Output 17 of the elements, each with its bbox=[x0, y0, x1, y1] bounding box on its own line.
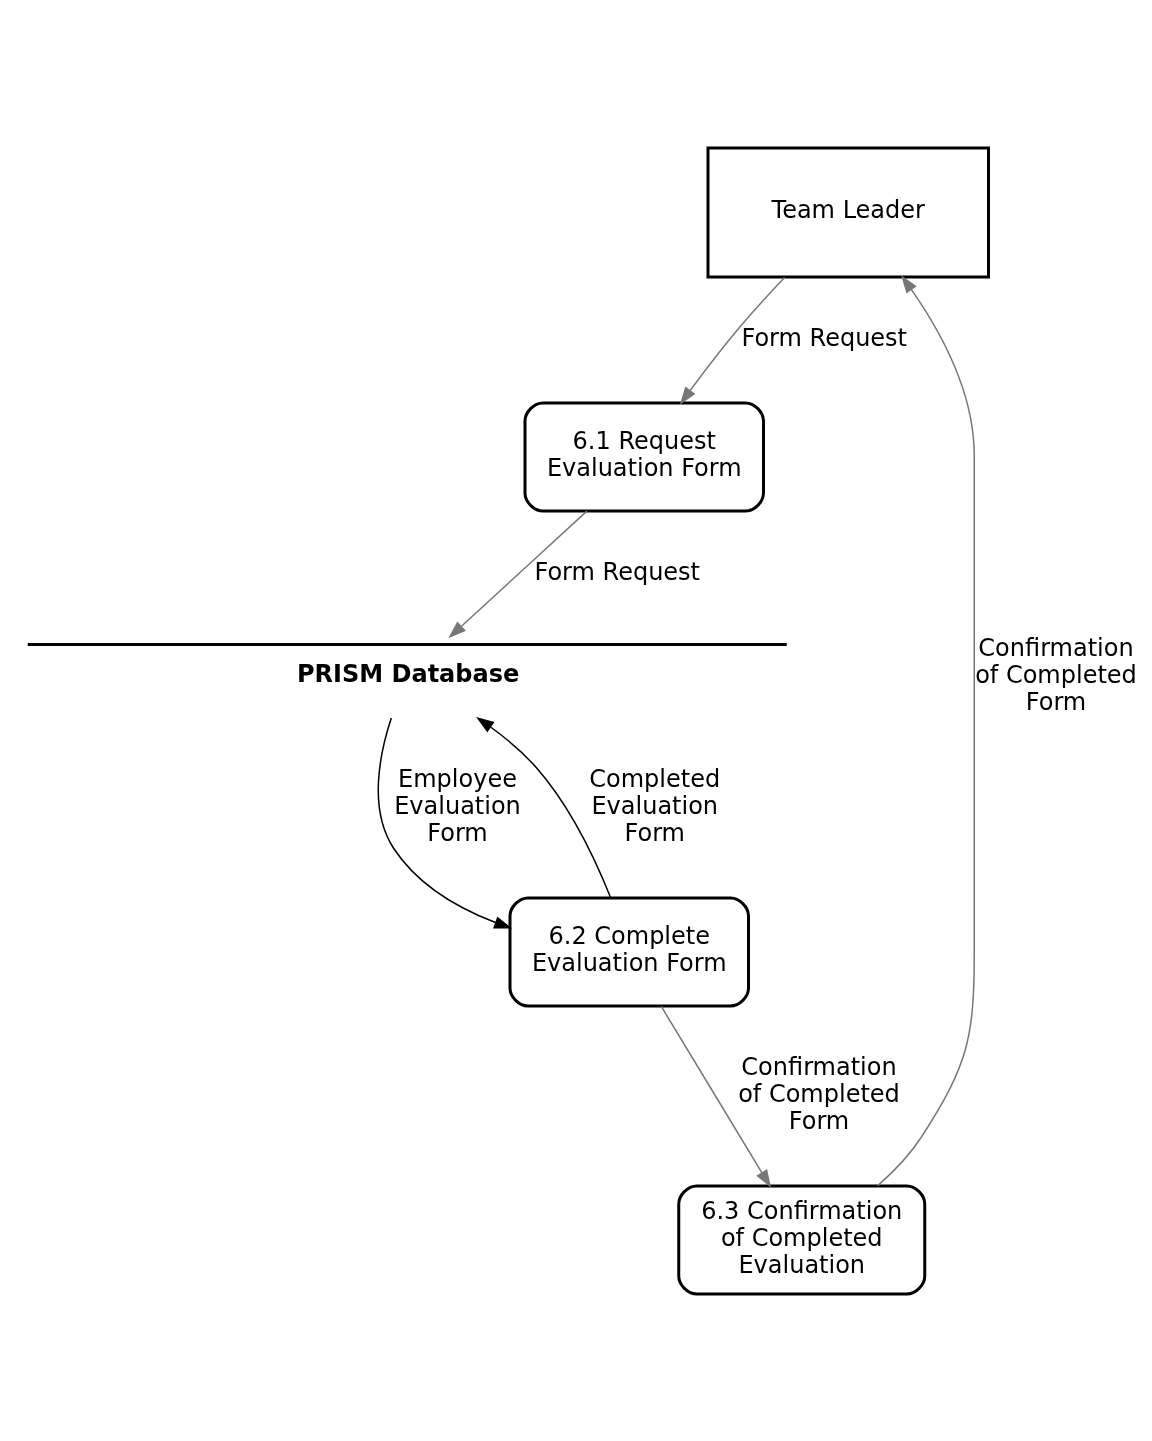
node-box: Team Leader bbox=[706, 146, 990, 278]
edge-label: Employee Evaluation Form bbox=[394, 764, 521, 847]
arrow bbox=[476, 716, 612, 899]
edge-label: Form Request bbox=[534, 557, 701, 586]
arrow bbox=[448, 509, 588, 638]
arrow bbox=[679, 276, 786, 405]
edge-label: Form Request bbox=[741, 323, 908, 352]
node-text: PRISM Database bbox=[297, 659, 520, 688]
edge-label: Completed Evaluation Form bbox=[589, 764, 721, 847]
edge-label: Confirmation of Completed Form bbox=[975, 633, 1137, 716]
node-box: 6.3 Confirmation of Completed Evaluation bbox=[677, 1184, 927, 1295]
node-box: 6.1 Request Evaluation Form bbox=[523, 401, 765, 512]
edge-label: Confirmation of Completed Form bbox=[738, 1052, 900, 1135]
arrow bbox=[876, 274, 975, 1186]
node-box: 6.2 Complete Evaluation Form bbox=[508, 896, 750, 1007]
arrow bbox=[660, 1005, 772, 1188]
arrow bbox=[377, 716, 513, 929]
